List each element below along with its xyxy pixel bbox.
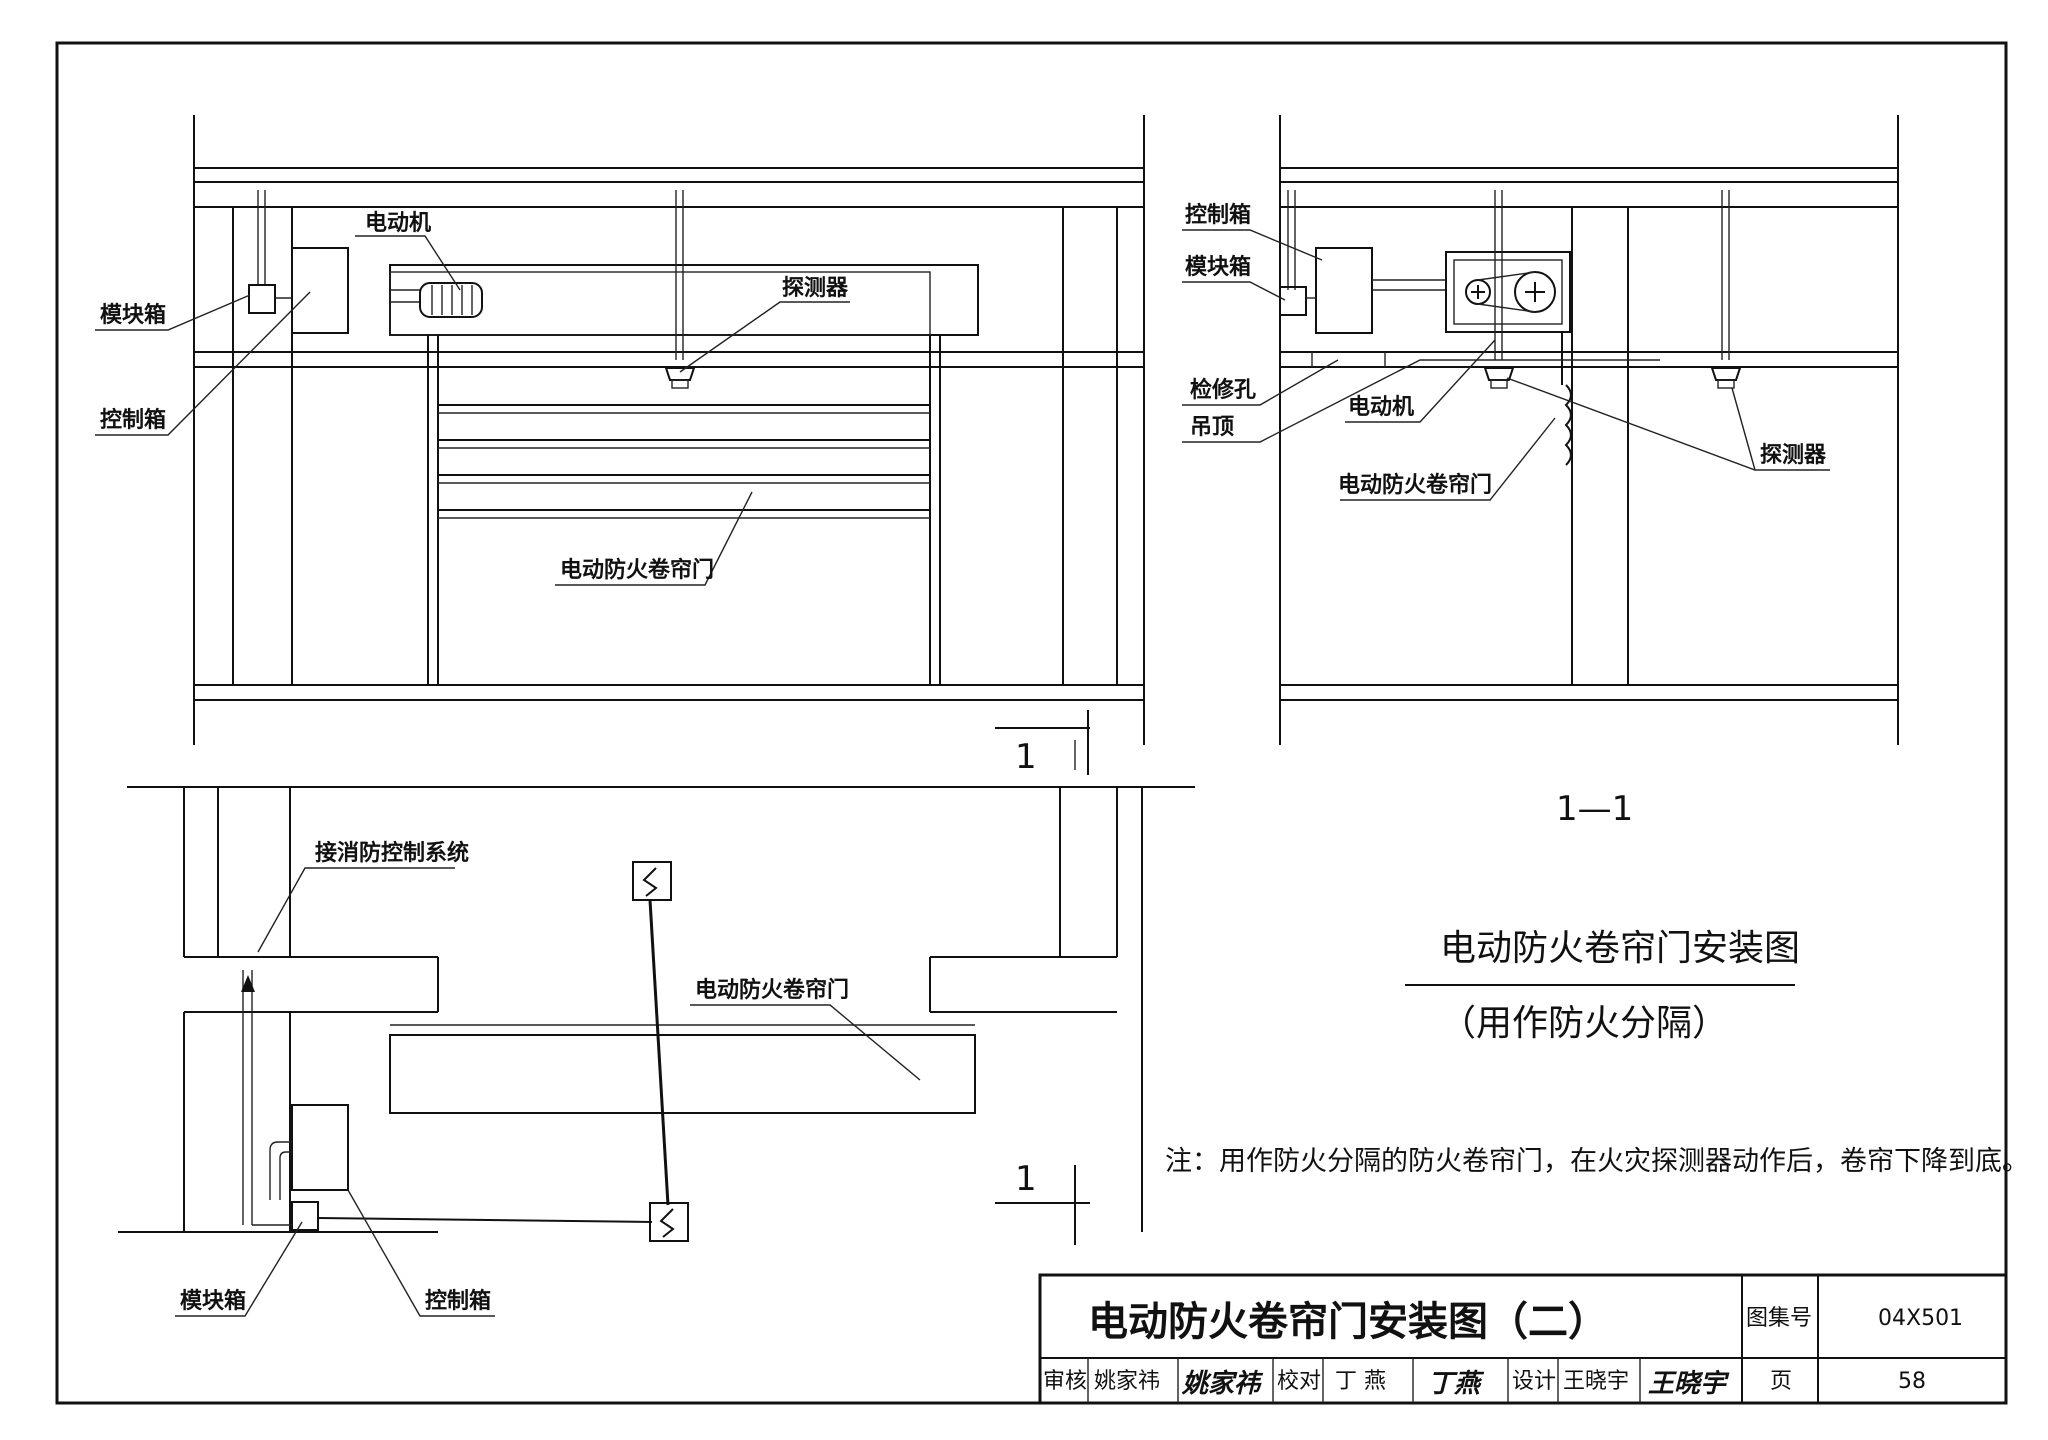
title-block-title: 电动防火卷帘门安装图（二） <box>1088 1299 1608 1345</box>
section-label-module-box: 模块箱 <box>1185 254 1251 280</box>
review-name: 姚家祎 <box>1094 1369 1160 1394</box>
drawing-subtitle: （用作防火分隔） <box>1440 1003 1728 1044</box>
drawing-note: 注：用作防火分隔的防火卷帘门，在火灾探测器动作后，卷帘下降到底。 <box>1165 1146 2029 1177</box>
section-label-door: 电动防火卷帘门 <box>1338 472 1492 498</box>
section-label-ceiling: 吊顶 <box>1190 415 1234 440</box>
label-motor: 电动机 <box>365 211 431 236</box>
curtain-folds <box>1564 384 1572 466</box>
section-module-box <box>1279 286 1307 316</box>
plan-detector-icon-2 <box>649 1202 689 1242</box>
section-motor-housing <box>1445 251 1571 333</box>
review-signature: 姚家祎 <box>1181 1369 1264 1399</box>
control-box <box>291 247 349 334</box>
section-label-motor: 电动机 <box>1348 395 1414 420</box>
label-control-box: 控制箱 <box>100 407 166 433</box>
section-detector-icon-2 <box>1710 367 1742 381</box>
section-label-control-box: 控制箱 <box>1185 202 1251 228</box>
plan-door <box>389 1034 976 1114</box>
review-label: 审核 <box>1043 1369 1087 1394</box>
sheet-border <box>55 41 2008 1405</box>
arrow-up-icon <box>241 975 255 992</box>
plan-control-box <box>291 1104 349 1191</box>
section-view <box>1182 115 1899 745</box>
drawing-title: 电动防火卷帘门安装图 <box>1440 928 1800 969</box>
check-signature: 丁燕 <box>1428 1369 1485 1399</box>
plan-label-module-box: 模块箱 <box>180 1288 246 1314</box>
plan-detector-icon <box>632 861 672 901</box>
plan-label-door: 电动防火卷帘门 <box>695 977 849 1003</box>
plan-view <box>118 786 1195 1317</box>
section-label-access-hole: 检修孔 <box>1190 377 1256 403</box>
plan-module-box <box>291 1201 319 1231</box>
page-number: 58 <box>1898 1369 1926 1394</box>
section-title: 1—1 <box>1556 789 1633 829</box>
page-label: 页 <box>1770 1369 1792 1394</box>
section-detector-icon <box>1483 367 1515 381</box>
design-signature: 王晓宇 <box>1648 1369 1730 1399</box>
title-block <box>1038 1273 2008 1405</box>
plan-label-control-box: 控制箱 <box>425 1288 491 1314</box>
motor <box>419 282 483 318</box>
atlas-label: 图集号 <box>1746 1306 1812 1331</box>
atlas-number: 04X501 <box>1878 1306 1963 1331</box>
label-module-box: 模块箱 <box>100 302 166 328</box>
check-label: 校对 <box>1277 1369 1321 1394</box>
design-label: 设计 <box>1512 1369 1556 1394</box>
label-door: 电动防火卷帘门 <box>560 557 714 583</box>
design-name: 王晓宇 <box>1563 1369 1629 1394</box>
section-label-detector: 探测器 <box>1760 442 1827 468</box>
label-detector: 探测器 <box>782 275 849 301</box>
section-mark-bottom: 1 <box>1015 1159 1037 1199</box>
elevation-view <box>95 115 1145 775</box>
module-box <box>248 284 276 314</box>
check-name: 丁 燕 <box>1335 1369 1386 1394</box>
plan-label-fire-control: 接消防控制系统 <box>315 840 469 866</box>
section-mark-top: 1 <box>1015 737 1037 777</box>
